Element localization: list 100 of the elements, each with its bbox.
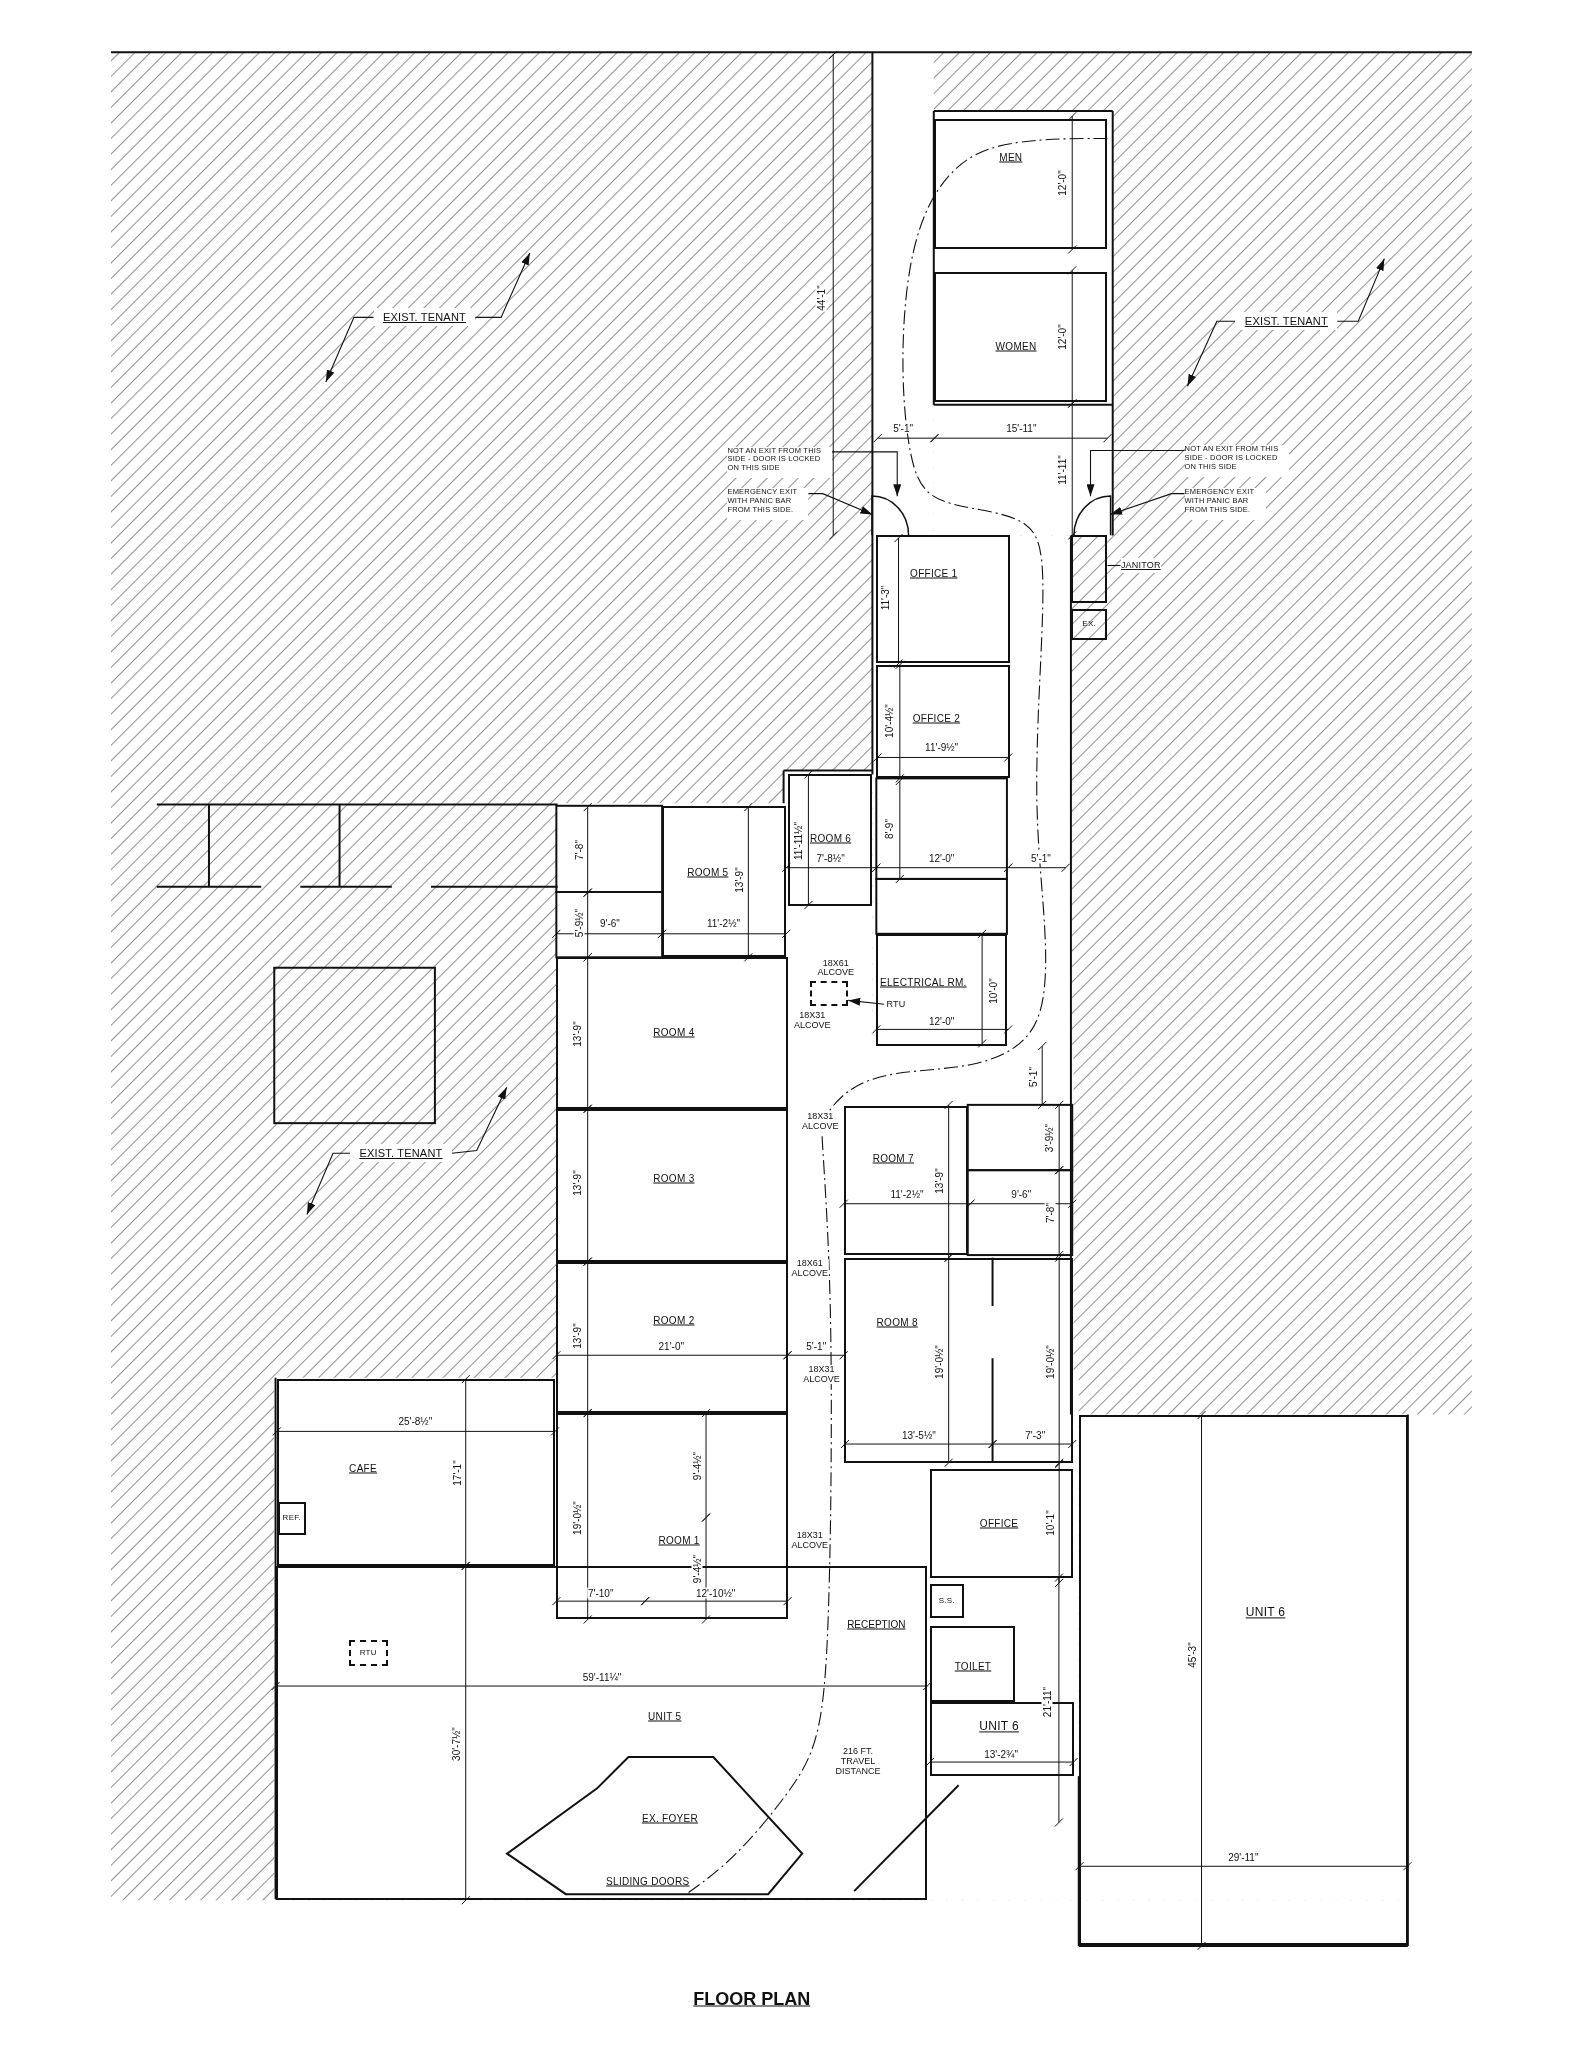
room-label: UNIT 6 — [1245, 1606, 1286, 1620]
leader-arrow — [306, 1152, 351, 1216]
dimension-label: 29'-11" — [1227, 1851, 1260, 1863]
tenant-callout: EXIST. TENANT — [350, 1144, 452, 1163]
room-outline — [556, 957, 788, 1109]
dimension-label: 12'-0" — [1056, 169, 1068, 197]
dimension-label: 13'-9" — [733, 866, 745, 894]
leader-arrow — [847, 997, 885, 1006]
equipment-label: EX. — [1082, 619, 1097, 629]
room-label: MEN — [999, 151, 1023, 163]
dimension-label: 10'-4½" — [883, 703, 895, 739]
room-label: ROOM 6 — [810, 832, 852, 844]
room-label: TOILET — [954, 1660, 992, 1672]
dimension-label: 9'-4½" — [691, 1553, 703, 1584]
dimension-label: 13'-9" — [571, 1020, 583, 1049]
room-label: WOMEN — [995, 340, 1037, 352]
dimension-label: 9'-6" — [598, 917, 621, 929]
dimension-label: 5'-1" — [1027, 1066, 1039, 1089]
room-outline — [876, 933, 1007, 1047]
area-label: RECEPTION — [846, 1618, 907, 1630]
leader-arrow — [325, 316, 375, 383]
tenant-callout: EXIST. TENANT — [373, 308, 476, 327]
equipment-outline — [348, 1640, 388, 1667]
alcove-label: 18X31 ALCOVE — [790, 1531, 829, 1551]
dimension-label: 44'-1" — [815, 284, 827, 312]
dimension-label: 9'-6" — [1010, 1188, 1033, 1200]
room-outline — [876, 664, 1010, 779]
room-outline — [929, 1469, 1073, 1578]
dimension-label: 13'-9" — [933, 1166, 945, 1195]
room-outline — [787, 774, 873, 907]
dimension-label: 5'-9½" — [573, 908, 585, 939]
dimension-label: 15'-11" — [1005, 422, 1038, 434]
dimension-label: 12'-0" — [927, 1015, 956, 1027]
dimension-label: 21'-11" — [1041, 1685, 1053, 1718]
dimension-label: 19'-0½" — [933, 1344, 945, 1381]
dimension-label: 3'-9½" — [1043, 1122, 1055, 1153]
appliance-outline — [278, 1501, 306, 1535]
room-label: ROOM 3 — [653, 1172, 695, 1184]
dimension-label: 10'-0" — [987, 977, 999, 1005]
room-label: ROOM 1 — [658, 1534, 700, 1546]
leader-line — [1106, 564, 1122, 567]
equipment-label: RTU — [359, 1649, 377, 1658]
room-label: SLIDING DOORS — [606, 1875, 690, 1887]
dimension-label: 7'-8" — [1044, 1202, 1056, 1225]
dimension-label: 5'-1" — [892, 422, 915, 434]
dimension-label: 9'-4½" — [691, 1451, 703, 1482]
dimension-label: 11'-2½" — [706, 917, 742, 929]
dimension-label: 13'-5½" — [901, 1429, 937, 1441]
dimension-label: 11'-3" — [879, 584, 891, 612]
room-label: ROOM 5 — [687, 866, 729, 878]
dimension-label: 30'-7½" — [450, 1725, 462, 1762]
dimension-label: 45'-3" — [1186, 1641, 1198, 1670]
dimension-label: 12'-10½" — [695, 1587, 737, 1599]
equipment-label: S.S. — [938, 1596, 955, 1606]
dimension-label: 11'-2½" — [889, 1188, 925, 1200]
dimension-label: 7'-8" — [573, 839, 585, 862]
dimension-label: 19'-0½" — [1044, 1344, 1056, 1381]
room-label: ROOM 4 — [653, 1026, 695, 1038]
dimension-label: 7'-8½" — [815, 852, 846, 864]
dimension-label: 13'-2¾" — [983, 1748, 1019, 1760]
dimension-label: 11'-11½" — [792, 821, 804, 861]
dimension-label: 13'-9" — [571, 1322, 583, 1350]
dimension-label: 7'-10" — [587, 1587, 615, 1599]
room-outline — [556, 1108, 788, 1262]
room-label: EX. FOYER — [641, 1812, 698, 1824]
room-outline — [843, 1105, 968, 1256]
room-label: OFFICE — [979, 1517, 1019, 1529]
dimension-label: 8'-9" — [883, 818, 895, 841]
room-label: UNIT 6 — [979, 1719, 1019, 1734]
dimension-label: 5'-1" — [1029, 852, 1052, 864]
dimension-label: 10'-1" — [1044, 1509, 1056, 1537]
room-label: OFFICE 1 — [910, 567, 958, 579]
room-label: ROOM 7 — [872, 1152, 914, 1164]
tenant-callout: EXIST. TENANT — [1235, 312, 1338, 331]
dimension-label: 25'-8½" — [397, 1415, 434, 1427]
room-label: ELECTRICAL RM. — [880, 976, 967, 988]
room-label: ROOM 2 — [653, 1314, 695, 1326]
leader-arrow — [1186, 320, 1237, 387]
leader-arrow — [1086, 450, 1186, 497]
dimension-label: 11'-9½" — [924, 741, 960, 753]
dimension-label: 12'-0" — [927, 852, 956, 864]
room-outline — [556, 1413, 788, 1620]
dimension-label: 19'-0½" — [571, 1499, 583, 1536]
dimension-label: 13'-9" — [571, 1168, 583, 1197]
alcove-label: 18X31 ALCOVE — [802, 1364, 841, 1385]
alcove-label: 18X31 ALCOVE — [793, 1010, 832, 1031]
room-label: CAFE — [349, 1462, 377, 1474]
closet-outline — [1070, 608, 1108, 640]
leader-arrow — [1336, 258, 1385, 322]
dimension-label: 21'-0" — [657, 1341, 685, 1352]
dimension-label: 17'-1" — [451, 1459, 463, 1487]
dimension-label: 5'-1" — [805, 1341, 828, 1352]
dimension-label: 7'-3" — [1024, 1429, 1047, 1441]
room-label: OFFICE 2 — [912, 712, 961, 724]
room-outline — [276, 1379, 556, 1566]
equipment-outline — [809, 981, 849, 1007]
room-label: ROOM 8 — [876, 1316, 918, 1328]
room-label: UNIT 5 — [648, 1710, 682, 1722]
room-outline — [843, 1257, 1073, 1463]
leader-arrow — [1109, 493, 1186, 516]
